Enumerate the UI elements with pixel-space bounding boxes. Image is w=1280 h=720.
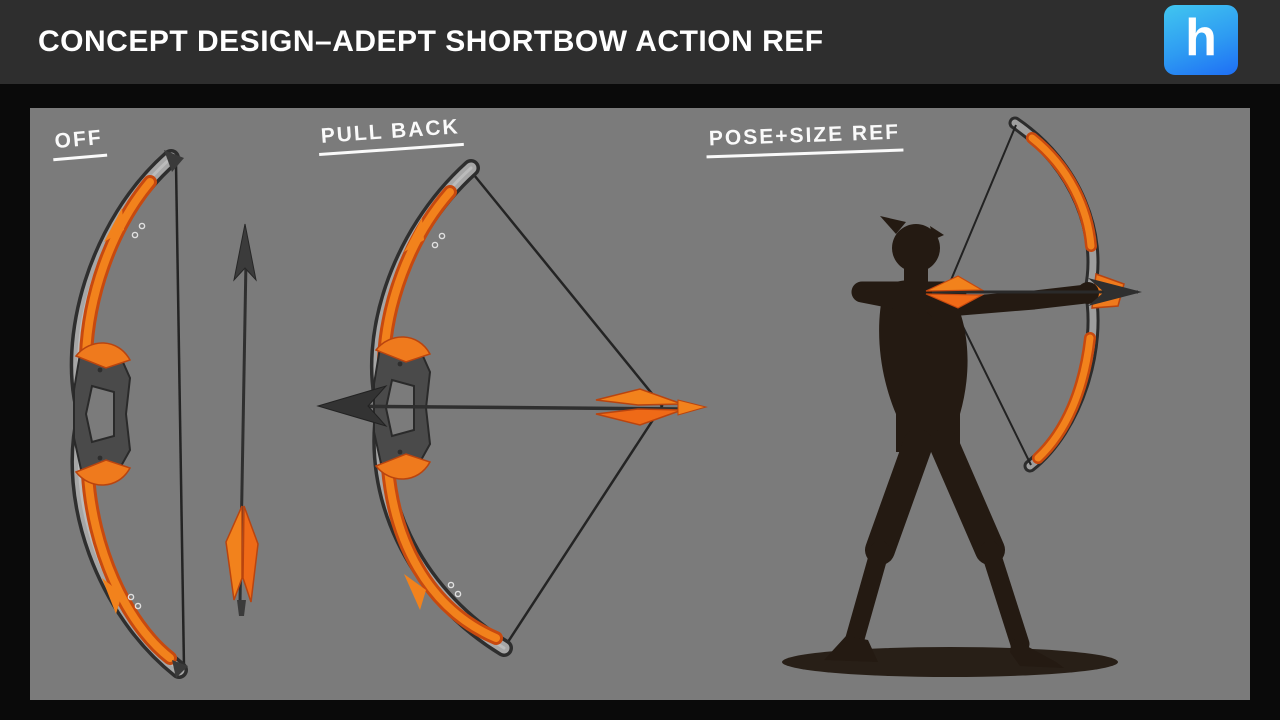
bow-off-illustration — [69, 149, 188, 679]
pose-size-ref-illustration — [782, 116, 1142, 677]
bow-string-drawn — [469, 169, 664, 649]
header-bar: CONCEPT DESIGN–ADEPT SHORTBOW ACTION REF… — [0, 0, 1280, 84]
bow-string — [174, 163, 186, 669]
nocked-arrow-fletching — [595, 388, 683, 406]
bow-riser — [73, 342, 132, 486]
artboard-canvas: OFF PULL BACK POSE+SIZE REF — [30, 108, 1250, 700]
arrow-head — [233, 223, 257, 282]
nocked-arrow-broadhead — [316, 385, 388, 427]
pose-arrow-broadhead — [1088, 278, 1142, 306]
nocked-arrow-shaft — [329, 404, 679, 411]
concept-artwork — [69, 116, 1142, 679]
pose-arrow-fletching — [925, 275, 985, 292]
bow-drawn-illustration — [316, 159, 708, 657]
arrow-upright-illustration — [225, 223, 259, 616]
archer-silhouette — [782, 216, 1118, 677]
studio-logo: h — [1164, 5, 1238, 75]
page-title: CONCEPT DESIGN–ADEPT SHORTBOW ACTION REF — [38, 25, 824, 58]
arrow-fletching — [225, 505, 243, 601]
logo-letter: h — [1185, 9, 1217, 67]
